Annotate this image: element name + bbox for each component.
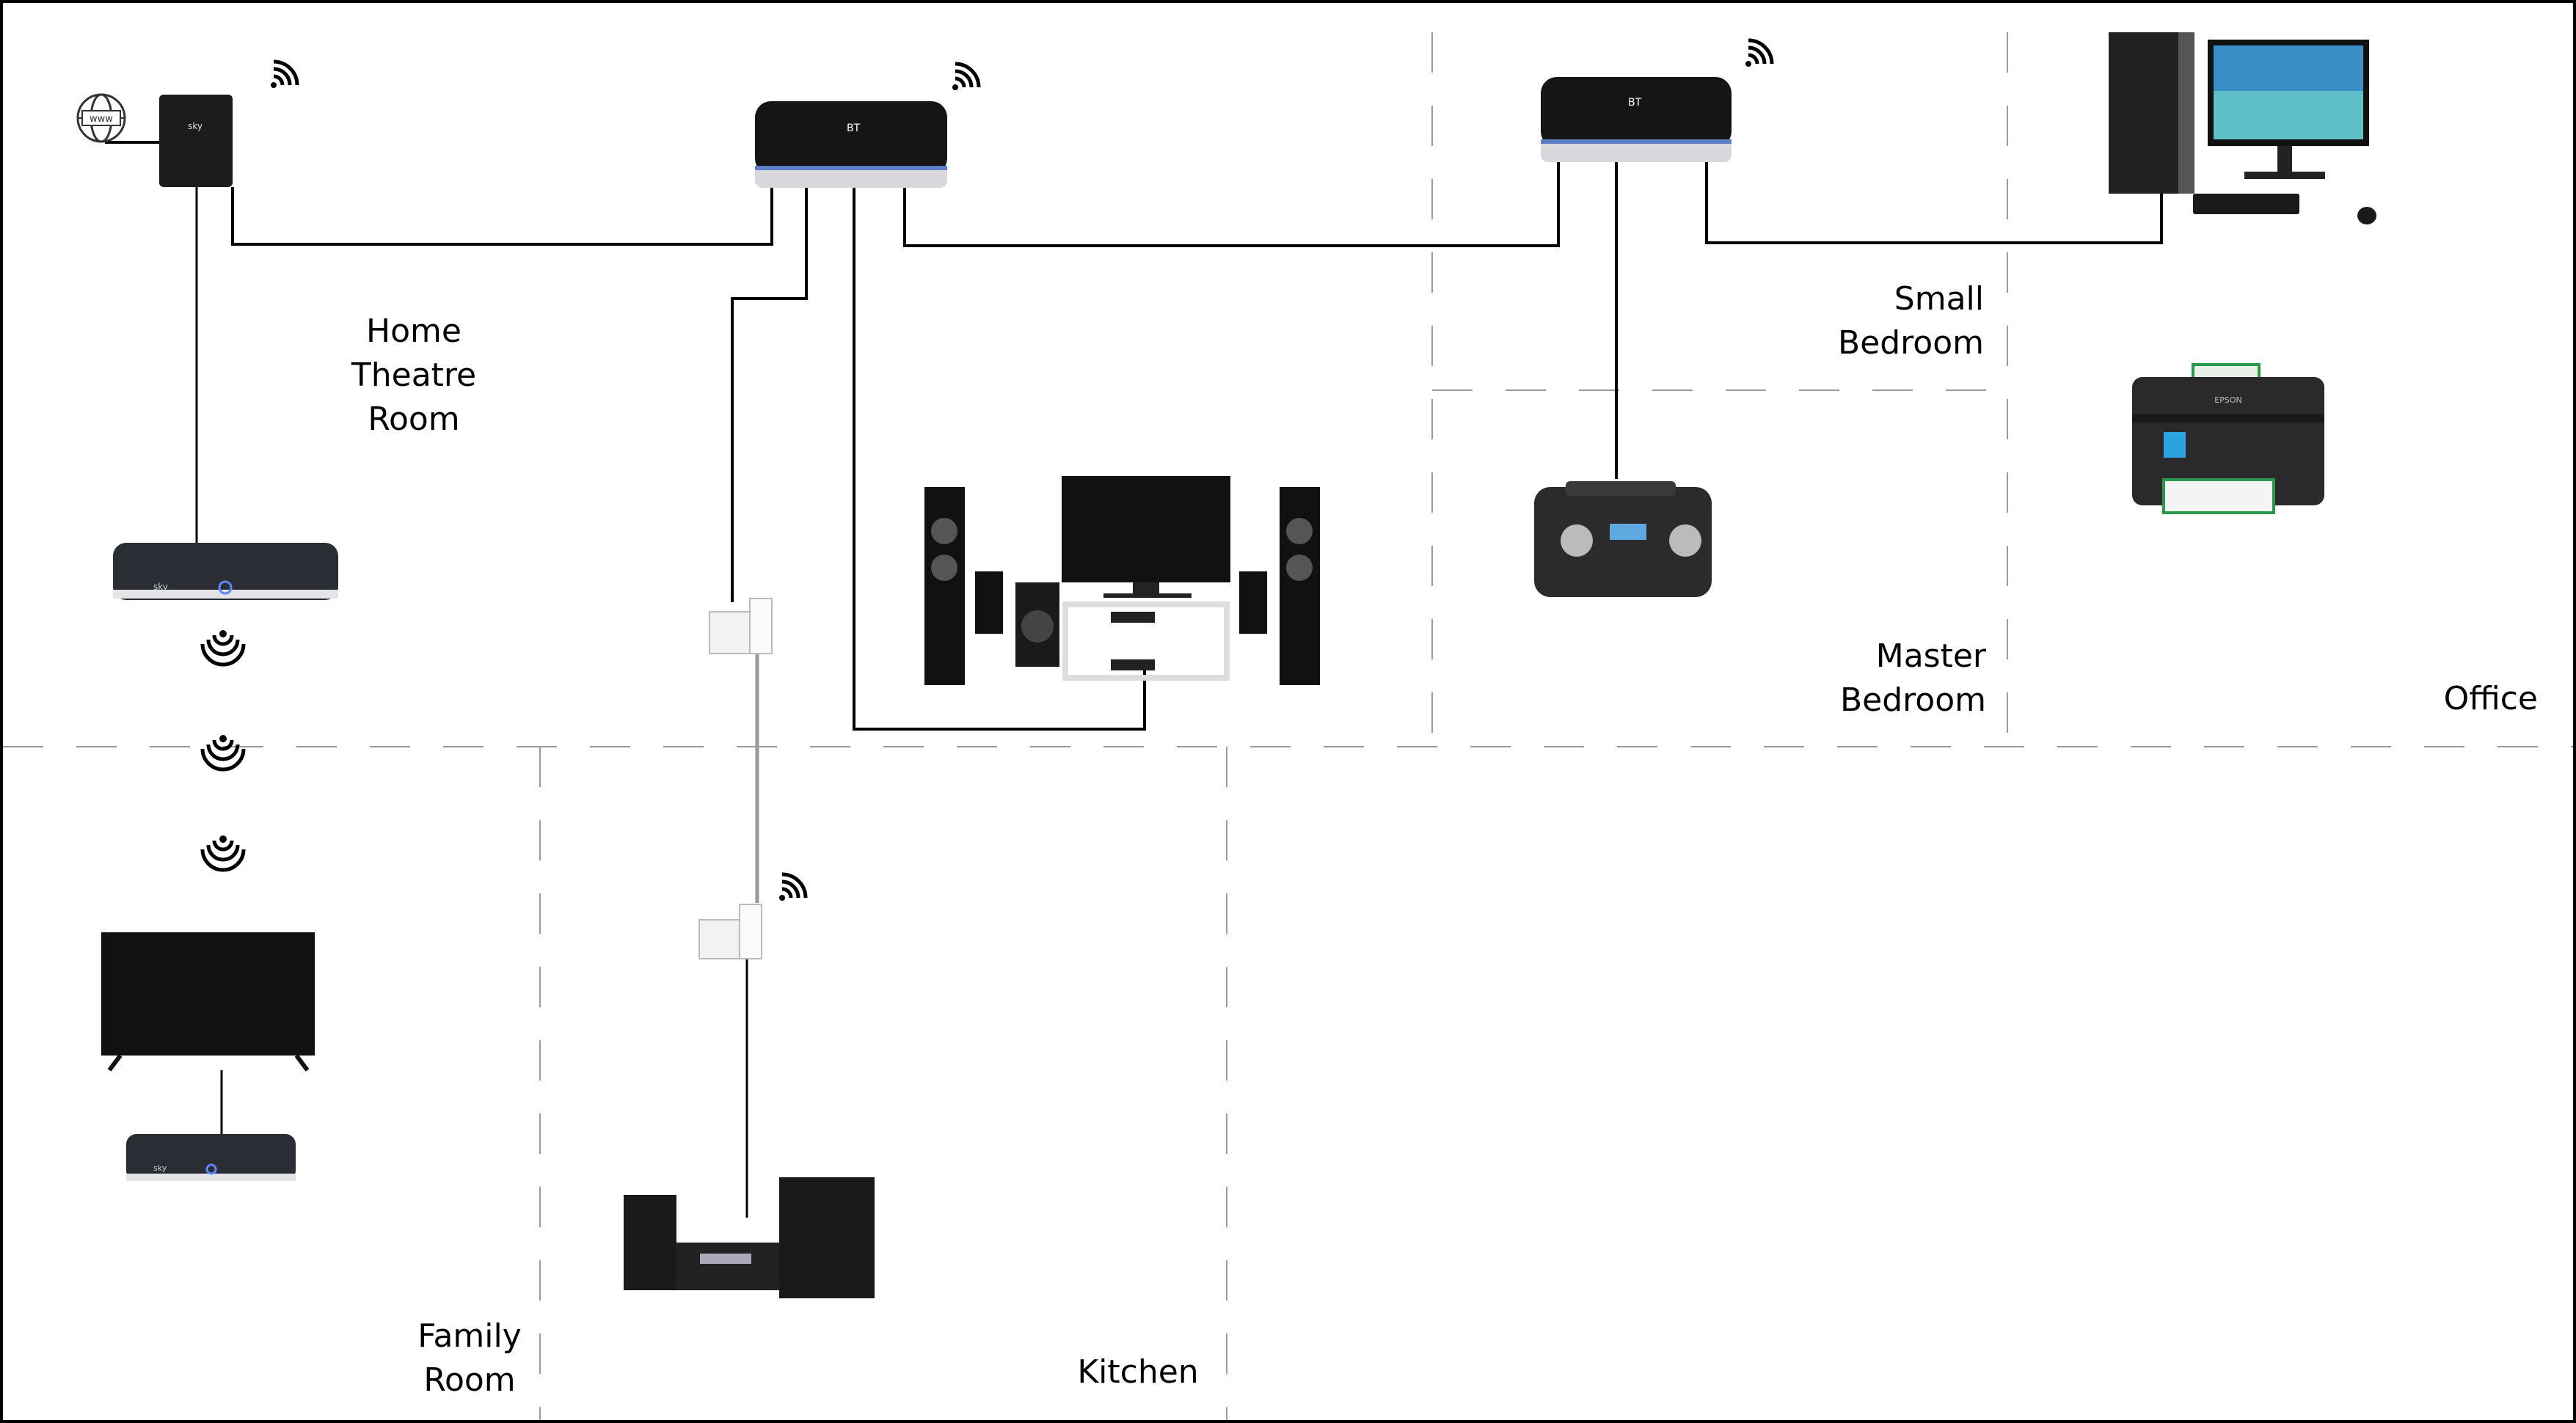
cables: [105, 141, 2163, 1218]
svg-text:BT: BT: [847, 122, 861, 134]
label-line: Master: [1875, 637, 1986, 675]
cable-bt1-powerline: [731, 187, 808, 602]
wifi-icon: [952, 64, 979, 90]
label-line: Theatre: [351, 356, 477, 394]
svg-text:EPSON: EPSON: [2214, 395, 2241, 405]
room-label-family-room: Family Room: [396, 1314, 543, 1402]
wifi-icon: [1745, 40, 1772, 67]
room-label-kitchen: Kitchen: [1065, 1350, 1211, 1394]
cable-bt1-hometheatre: [853, 187, 1146, 731]
cable-bt1-bt2: [903, 162, 1560, 247]
label-line: Room: [423, 1361, 516, 1399]
wireless-signal-icon: [202, 630, 244, 665]
wireless-signal-icon: [202, 835, 244, 870]
label-line: Bedroom: [1837, 324, 1984, 362]
svg-text:sky: sky: [153, 582, 168, 592]
label-line: Office: [2443, 680, 2538, 717]
label-line: Room: [368, 400, 460, 438]
bt-hub-2: BT: [1541, 77, 1732, 162]
room-label-master-bedroom: Master Bedroom: [1766, 634, 1986, 723]
globe-www-icon: www: [76, 93, 126, 143]
label-line: Kitchen: [1077, 1353, 1199, 1391]
set-top-box-icon: sky: [113, 543, 338, 600]
svg-text:www: www: [90, 114, 113, 125]
set-top-box-icon: sky: [126, 1134, 296, 1181]
svg-text:sky: sky: [188, 121, 202, 131]
cable-sky-bt1: [231, 187, 773, 246]
sky-router: sky: [159, 95, 233, 187]
hifi-icon: [624, 1177, 875, 1298]
wifi-icon: [271, 62, 297, 88]
wireless-signal-icon: [202, 735, 244, 769]
svg-text:sky: sky: [153, 1163, 167, 1173]
room-label-small-bedroom: Small Bedroom: [1764, 277, 1984, 365]
computer-icon: [2109, 32, 2376, 224]
tv-icon: [101, 932, 315, 1072]
room-dividers: [3, 32, 2573, 1420]
svg-text:BT: BT: [1628, 97, 1642, 109]
label-line: Bedroom: [1839, 681, 1986, 719]
radio-icon: [1534, 481, 1712, 597]
room-label-office: Office: [2318, 677, 2538, 721]
bt-hub-1: BT: [755, 101, 947, 188]
wifi-icon: [779, 874, 806, 901]
label-line: Small: [1894, 280, 1984, 318]
printer-icon: EPSON: [2132, 363, 2324, 514]
diagram-canvas: www sky BT BT EPSON: [3, 32, 2573, 1420]
label-line: Family: [417, 1317, 522, 1355]
powerline-adapter-icon: [698, 904, 762, 959]
powerline-adapter-icon: [709, 598, 773, 654]
label-line: Home: [366, 312, 461, 350]
home-theatre-icon: [924, 476, 1320, 685]
cable-bt2-pc: [1705, 162, 2163, 244]
room-label-home-theatre: Home Theatre Room: [340, 310, 487, 442]
